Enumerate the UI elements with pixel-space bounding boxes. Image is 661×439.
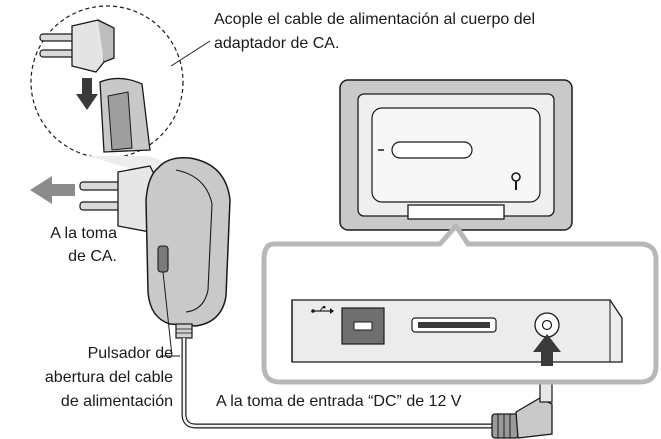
ac-outlet-label-line2: de CA. <box>68 248 117 265</box>
keyhole-icon <box>511 172 521 190</box>
plug-detached <box>39 19 115 73</box>
arrow-up-icon <box>533 334 561 366</box>
ac-adapter <box>145 156 231 339</box>
release-button-label-line1: Pulsador de <box>87 345 173 362</box>
attach-instruction-line2: adaptador de CA. <box>214 35 340 52</box>
dc-input-label: A la toma de entrada “DC” de 12 V <box>216 393 462 410</box>
frame-side-panel <box>291 299 623 363</box>
ac-outlet-label-line1: A la toma <box>50 225 117 242</box>
release-button-label-line2: abertura del cable <box>44 369 173 386</box>
usb-port <box>341 307 385 345</box>
photo-frame <box>339 79 573 231</box>
dc-jack <box>534 312 560 338</box>
card-slot <box>411 317 497 333</box>
release-button-label-line3: de alimentación <box>60 393 173 410</box>
attach-instruction-line1: Acople el cable de alimentación al cuerp… <box>214 11 536 28</box>
release-button-shape <box>157 245 169 273</box>
arrow-down-icon <box>76 78 98 110</box>
attach-detail-circle <box>30 5 211 159</box>
usb-symbol-icon <box>311 306 334 314</box>
arrow-left-icon <box>30 176 75 204</box>
